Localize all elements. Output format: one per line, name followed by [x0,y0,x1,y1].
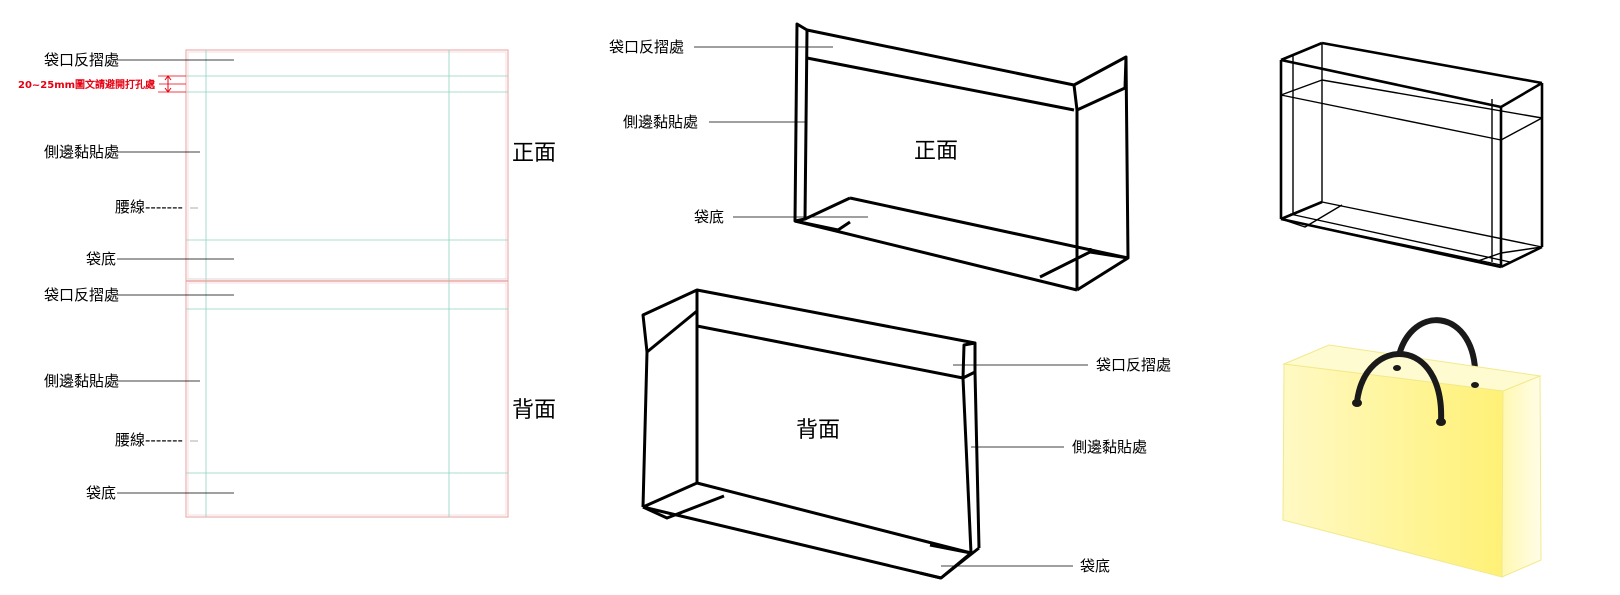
bag-back-bottom-label: 袋底 [1080,557,1110,575]
flat-front-hole-note: 20~25mm圖文請避開打孔處 [18,78,156,91]
front-panel-trim [185,49,509,282]
back-panel-trim [185,280,509,518]
yellow-bag-illustration [1282,317,1542,578]
handle-knot-icon [1471,382,1479,388]
bag-front-fold-top-label: 袋口反摺處 [609,38,684,56]
bag-back-handle [1394,317,1479,386]
bag-front-handle [1354,351,1445,425]
bag-3d-front [793,22,1130,292]
bag-back-fold-top-label: 袋口反摺處 [1096,356,1171,374]
handle-knot-icon [1393,365,1401,371]
flat-back-bottom-label: 袋底 [86,484,116,502]
bag-3d-back-labels: 袋口反摺處 側邊黏貼處 袋底 背面 [796,356,1171,575]
flat-front-waist-label: 腰線------- [115,198,183,216]
flat-back-fold-top-label: 袋口反摺處 [44,286,119,304]
bag-back-title: 背面 [796,418,840,443]
bag-top-rim [1282,344,1542,392]
flat-front-fold-top-label: 袋口反摺處 [44,51,119,69]
flat-layout: 袋口反摺處 20~25mm圖文請避開打孔處 側邊黏貼處 腰線------- 袋底… [18,49,556,518]
bag-front-face [1282,363,1504,578]
flat-back-side-glue-label: 側邊黏貼處 [44,372,119,390]
flat-front-title: 正面 [512,141,556,166]
bag-front-title: 正面 [914,139,958,164]
flat-back-waist-label: 腰線------- [115,431,183,449]
handle-knot-icon [1352,399,1362,407]
bag-3d-back [641,288,981,580]
flat-back-title: 背面 [512,398,556,423]
bag-3d-front-labels: 袋口反摺處 側邊黏貼處 袋底 正面 [609,38,958,226]
bag-front-bottom-label: 袋底 [694,208,724,226]
bag-back-side-glue-label: 側邊黏貼處 [1072,438,1147,456]
bag-front-side-glue-label: 側邊黏貼處 [623,113,698,131]
flat-front-side-glue-label: 側邊黏貼處 [44,143,119,161]
flat-front-bottom-label: 袋底 [86,250,116,268]
handle-knot-icon [1436,418,1446,426]
bag-3d-wireframe [1279,41,1544,269]
bag-side-face [1501,375,1542,578]
